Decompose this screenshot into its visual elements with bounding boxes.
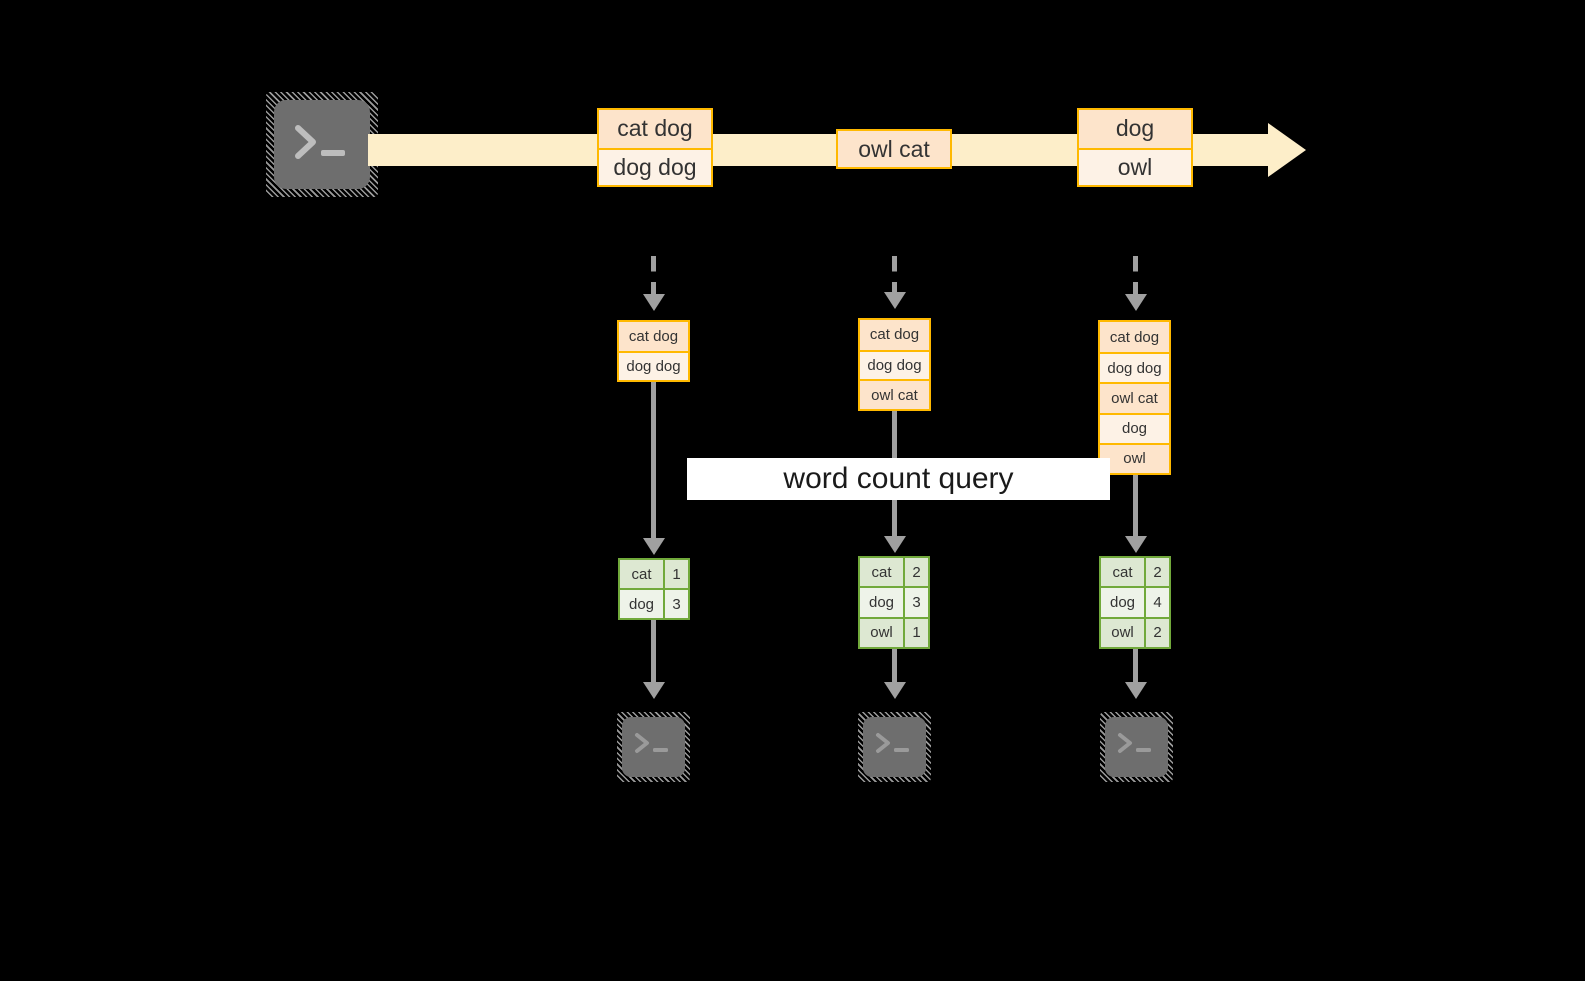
snapshot-1-event-buffer[interactable]: cat dog dog dog (617, 320, 690, 382)
snapshot-1-sink-line (651, 620, 656, 682)
snapshot-2-sink-terminal-icon (858, 712, 931, 782)
snapshot-2-event-buffer[interactable]: cat dog dog dog owl cat (858, 318, 931, 411)
snapshot-2-sink-arrowhead (884, 682, 906, 699)
snapshot-3-sink-arrowhead (1125, 682, 1147, 699)
snapshot-1-query-arrowhead (643, 538, 665, 555)
terminal-body (863, 717, 926, 777)
buffered-event: owl cat (860, 379, 929, 409)
snapshot-2-tap-arrowhead (884, 292, 906, 309)
buffered-event: owl cat (1100, 382, 1169, 413)
snapshot-3-sink-line (1133, 649, 1138, 682)
result-word: owl (1101, 618, 1146, 647)
buffered-event: dog (1100, 412, 1169, 443)
buffered-event: cat dog (619, 322, 688, 351)
snapshot-3-query-arrowhead (1125, 536, 1147, 553)
result-word: dog (1101, 588, 1146, 617)
terminal-prompt-glyph (617, 712, 690, 782)
snapshot-3-tap-line (1133, 256, 1138, 294)
snapshot-1-tap-line (651, 256, 656, 294)
result-count: 2 (1146, 618, 1169, 647)
terminal-body (274, 100, 370, 189)
stream-event: dog dog (599, 147, 711, 185)
result-word: dog (620, 590, 665, 618)
result-row: dog 4 (1101, 586, 1169, 617)
stream-event-group-1[interactable]: cat dog dog dog (597, 108, 713, 187)
result-word: dog (860, 588, 905, 617)
snapshot-2-tap-line (892, 256, 897, 292)
result-count: 4 (1146, 588, 1169, 617)
snapshot-2-query-arrowhead (884, 536, 906, 553)
result-count: 3 (665, 590, 688, 618)
stream-event: cat dog (599, 110, 711, 148)
terminal-body (1105, 717, 1168, 777)
snapshot-1-result-table[interactable]: cat 1 dog 3 (618, 558, 690, 620)
terminal-prompt-glyph (1100, 712, 1173, 782)
stream-event: owl (1079, 147, 1191, 185)
buffered-event: dog dog (619, 351, 688, 380)
snapshot-3-event-buffer[interactable]: cat dog dog dog owl cat dog owl (1098, 320, 1171, 475)
buffered-event: dog dog (860, 349, 929, 380)
terminal-prompt-glyph (858, 712, 931, 782)
result-row: owl 2 (1101, 616, 1169, 647)
result-count: 3 (905, 588, 928, 617)
buffered-event: owl (1100, 442, 1169, 473)
snapshot-1-tap-arrowhead (643, 294, 665, 311)
stream-event: owl cat (838, 131, 950, 167)
result-word: cat (620, 560, 665, 588)
snapshot-3-tap-arrowhead (1125, 294, 1147, 311)
snapshot-1-sink-terminal-icon (617, 712, 690, 782)
result-word: cat (1101, 558, 1146, 587)
result-count: 1 (905, 618, 928, 647)
result-row: cat 2 (1101, 558, 1169, 587)
buffered-event: cat dog (1100, 322, 1169, 353)
stream-event: dog (1079, 110, 1191, 148)
stream-event-group-3[interactable]: dog owl (1077, 108, 1193, 187)
result-count: 1 (665, 560, 688, 588)
result-row: owl 1 (860, 616, 928, 647)
source-terminal-icon (266, 92, 378, 197)
stream-arrow-head (1268, 123, 1306, 177)
result-row: dog 3 (860, 586, 928, 617)
result-row: cat 1 (620, 560, 688, 588)
terminal-body (622, 717, 685, 777)
buffered-event: cat dog (860, 320, 929, 350)
terminal-prompt-glyph (266, 92, 378, 197)
snapshot-1-query-line (651, 382, 656, 538)
query-label: word count query (687, 458, 1110, 500)
stream-event-group-2[interactable]: owl cat (836, 129, 952, 169)
snapshot-3-query-line (1133, 475, 1138, 536)
result-count: 2 (905, 558, 928, 587)
snapshot-3-result-table[interactable]: cat 2 dog 4 owl 2 (1099, 556, 1171, 649)
snapshot-2-sink-line (892, 649, 897, 682)
snapshot-3-sink-terminal-icon (1100, 712, 1173, 782)
snapshot-2-result-table[interactable]: cat 2 dog 3 owl 1 (858, 556, 930, 649)
result-word: cat (860, 558, 905, 587)
result-count: 2 (1146, 558, 1169, 587)
buffered-event: dog dog (1100, 352, 1169, 383)
result-row: dog 3 (620, 588, 688, 618)
snapshot-1-sink-arrowhead (643, 682, 665, 699)
result-word: owl (860, 618, 905, 647)
result-row: cat 2 (860, 558, 928, 587)
